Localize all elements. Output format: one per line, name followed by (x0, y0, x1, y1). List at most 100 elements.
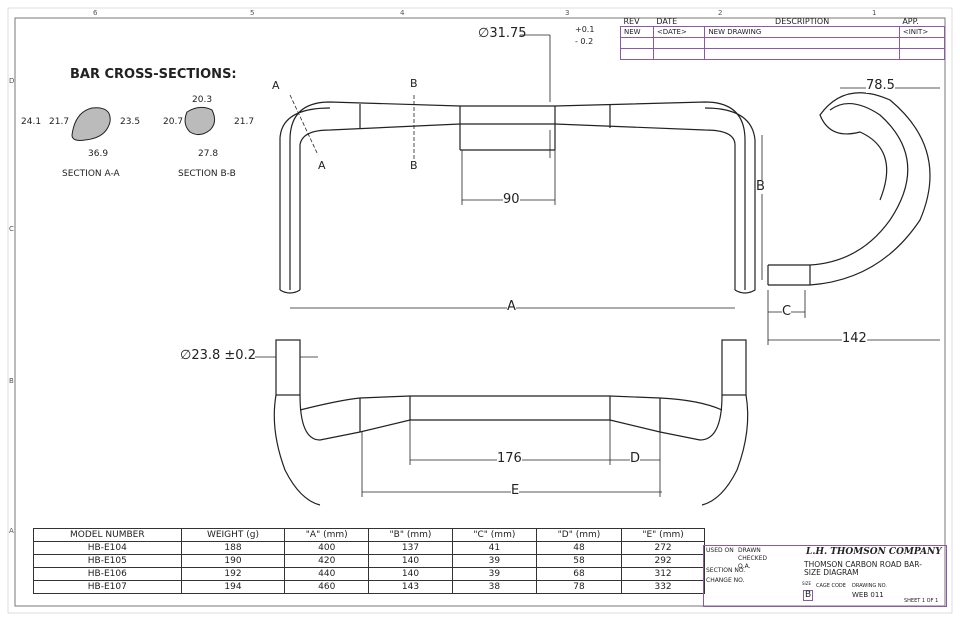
flat-width-label: 176 (497, 451, 522, 467)
description-header: DESCRIPTION (704, 16, 900, 27)
drawing-number: WEB 011 (852, 591, 884, 599)
outer-border (7, 7, 953, 614)
section-b-shape (184, 106, 216, 136)
cell: 460 (284, 580, 370, 594)
dim-label: 27.8 (198, 149, 219, 159)
tolerance-plus: +0.1 (575, 25, 595, 34)
cell: HB-E105 (33, 554, 182, 568)
section-mark: B (410, 159, 418, 172)
cell: 140 (368, 554, 453, 568)
dim-label: 20.3 (192, 95, 213, 105)
dim-label: 20.7 (163, 117, 184, 127)
size-label: SIZE (802, 581, 811, 586)
zone-label: D (9, 77, 15, 85)
dim-label: 21.7 (234, 117, 255, 127)
field-label: CHANGE NO. (706, 577, 745, 584)
cell: 58 (535, 554, 623, 568)
title-block: USED ON DRAWN CHECKED Q.A. SECTION NO. C… (703, 545, 947, 607)
top-view-dimensions (289, 34, 735, 309)
zone-label: 2 (718, 9, 723, 17)
cell: 78 (535, 580, 623, 594)
field-label: Q.A. (738, 563, 751, 570)
cell: 292 (621, 554, 705, 568)
header-cell: "B" (mm) (368, 528, 453, 542)
cell: 190 (180, 554, 286, 568)
cell: HB-E107 (33, 580, 182, 594)
zone-label: 5 (250, 9, 255, 17)
dim-label: 36.9 (88, 149, 109, 159)
header-cell: "D" (mm) (535, 528, 623, 542)
zone-label: A (9, 527, 14, 535)
rev-cell: NEW (620, 26, 654, 38)
description-cell: NEW DRAWING (704, 26, 900, 38)
app-header: APP. (899, 16, 945, 27)
cell: 39 (451, 554, 537, 568)
rev-header: REV (620, 16, 654, 27)
zone-label: 4 (400, 9, 405, 17)
header-cell: "C" (mm) (451, 528, 537, 542)
cross-section-shapes (71, 106, 216, 141)
cell: 400 (284, 541, 370, 555)
dim-label: 21.7 (49, 117, 70, 127)
cell: 143 (368, 580, 453, 594)
cell: 137 (368, 541, 453, 555)
drawing-no-label: DRAWING NO. (852, 583, 887, 589)
date-header: DATE (653, 16, 705, 27)
sheet-size: B (803, 590, 814, 601)
top-view-handlebar (279, 101, 756, 294)
section-a-shape (71, 107, 111, 141)
clamp-width: 90 (503, 192, 520, 208)
dim-label: 23.5 (120, 117, 141, 127)
cell: 194 (180, 580, 286, 594)
app-cell: <INIT> (898, 26, 946, 38)
dim-b-label: B (756, 179, 765, 195)
front-view-dimensions (255, 356, 662, 497)
dim-c-label: C (782, 304, 792, 320)
cell: 420 (284, 554, 370, 568)
cell: 440 (284, 567, 370, 581)
cell: HB-E106 (33, 567, 182, 581)
field-label: DRAWN (738, 547, 761, 554)
field-label: SECTION NO. (706, 567, 746, 574)
section-a-label: SECTION A-A (62, 169, 120, 179)
header-cell: MODEL NUMBER (33, 528, 182, 542)
dim-d-label: D (630, 451, 641, 467)
date-cell: <DATE> (652, 26, 706, 38)
zone-label: C (9, 225, 14, 233)
cell: 140 (368, 567, 453, 581)
cage-code-label: CAGE CODE (816, 583, 846, 589)
field-label: USED ON (706, 547, 734, 554)
cell: 272 (621, 541, 705, 555)
cell: 39 (451, 567, 537, 581)
cell: 312 (621, 567, 705, 581)
header-cell: "A" (mm) (284, 528, 370, 542)
cell: 188 (180, 541, 286, 555)
section-mark: B (410, 77, 418, 90)
field-label: CHECKED (738, 555, 768, 562)
cell: HB-E104 (33, 541, 182, 555)
section-mark: A (272, 79, 280, 92)
dim-label: 24.1 (21, 117, 42, 127)
front-view-handlebar (273, 339, 749, 506)
dim-e-label: E (511, 483, 520, 499)
dim-a-label: A (507, 299, 516, 315)
side-view-handlebar (767, 92, 931, 286)
cell: 38 (451, 580, 537, 594)
drop-label: 142 (842, 331, 867, 347)
tolerance-minus: - 0.2 (575, 37, 594, 46)
header-cell: WEIGHT (g) (180, 528, 286, 542)
section-mark: A (318, 159, 326, 172)
cell: 41 (451, 541, 537, 555)
cross-sections-title: BAR CROSS-SECTIONS: (70, 67, 237, 82)
cell: 332 (621, 580, 705, 594)
sheet-number: SHEET 1 OF 1 (904, 598, 939, 604)
drawing-border (14, 17, 946, 607)
header-cell: "E" (mm) (621, 528, 705, 542)
